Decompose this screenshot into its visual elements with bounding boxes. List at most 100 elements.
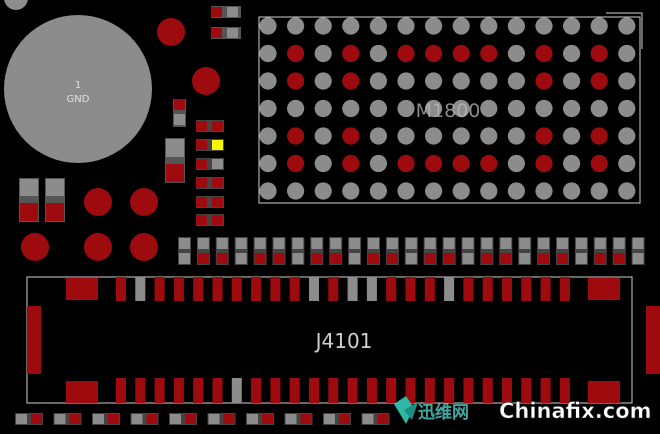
bga-ball [507,72,525,90]
bga-ball [507,44,525,63]
passive-pad [405,238,417,249]
gnd-mounting-hole[interactable]: 1 GND [4,15,152,163]
passive-pad [500,253,512,264]
connector-pin [386,378,397,403]
passive-pad [519,238,531,249]
passive-pad [349,238,361,249]
bga-pin1-mark [606,12,643,49]
bga-ball [480,99,498,118]
bga-ball [507,182,525,200]
passive-pad [377,414,389,424]
bga-outline [258,16,641,204]
bga-ball [287,17,305,35]
smd-cap-tall[interactable] [165,138,185,183]
passive-pad [247,414,258,424]
bga-ball [480,17,498,35]
bga-ball [369,99,387,118]
connector-pin [521,277,532,301]
passive-pad [538,253,550,264]
passive-pad [594,238,606,249]
bga-ball [452,17,470,35]
passive-pad [170,414,181,424]
passive-pad [613,238,625,249]
bga-ball [480,72,498,90]
passive-pad [424,253,436,264]
smd-pad [196,197,207,207]
passive-pad [197,253,209,264]
bga-ball [535,127,553,145]
smd-pad [212,121,223,131]
passive-pad [292,238,304,249]
passive-pad [386,253,398,264]
passive-pad [575,238,587,249]
smd-cap[interactable] [211,27,241,39]
passive-pad [368,253,379,264]
passive-pad [594,253,606,264]
connector-pin [540,378,551,403]
via [130,233,158,261]
bga-ball [618,44,636,63]
passive-column [196,120,224,226]
watermark-site-text: Chinafix.com [499,399,652,423]
bga-ball [397,182,415,200]
smd-cap-left-b[interactable] [45,178,65,222]
bga-ball [507,154,525,173]
passive-pad [443,253,455,264]
via [130,188,158,216]
connector-pin [231,277,242,301]
connector-pin [135,277,146,301]
bga-ball [535,17,553,35]
connector-pin [444,277,455,301]
smd-cap[interactable] [211,6,241,18]
bga-ball [342,127,360,145]
passive-row [178,237,645,265]
smd-pad [196,121,207,131]
passive-pad [235,253,247,264]
connector-pin [116,277,126,301]
passive-pad [131,414,143,424]
bga-ball [369,182,387,200]
bga-ball [287,182,305,200]
bga-ball [397,154,415,173]
smd-pad [212,197,223,207]
bga-ball [507,127,525,145]
bga-ball [563,99,581,118]
passive-pad [108,414,119,424]
bga-ball [563,154,581,173]
bga-ball [397,44,415,63]
passive-pad [216,238,228,249]
passive-pad [613,253,625,264]
smd-cap-left-a[interactable] [19,178,39,222]
passive-pad [179,238,190,249]
bga-ball [452,44,470,63]
bga-ball [314,72,332,90]
smd-resistor[interactable] [173,99,186,127]
passive-pad [146,414,158,424]
passive-pad [179,253,190,264]
connector-pin [116,378,126,403]
passive-pad [500,238,512,249]
bga-ball [314,99,332,118]
bga-ball [369,72,387,90]
bga-ball [452,182,470,200]
passive-pad [481,253,493,264]
smd-pad [212,215,223,225]
bga-ball [259,182,277,200]
bga-ball [314,182,332,200]
bga-ball [342,99,360,118]
passive-pad [216,253,228,264]
connector-j4101[interactable]: J4101 [26,276,660,404]
smd-pad [212,159,223,169]
connector-pin [212,378,223,403]
bga-ball [618,99,636,118]
bga-chip[interactable]: M1800 [258,12,643,204]
passive-pad [557,253,568,264]
bga-ball [287,72,305,90]
passive-pad [197,238,209,249]
connector-refdes: J4101 [314,329,373,353]
bottom-passive-row [15,413,390,425]
connector-pin [212,277,223,301]
bga-ball [452,127,470,145]
bga-ball [425,44,443,63]
connector-pin [482,277,493,301]
